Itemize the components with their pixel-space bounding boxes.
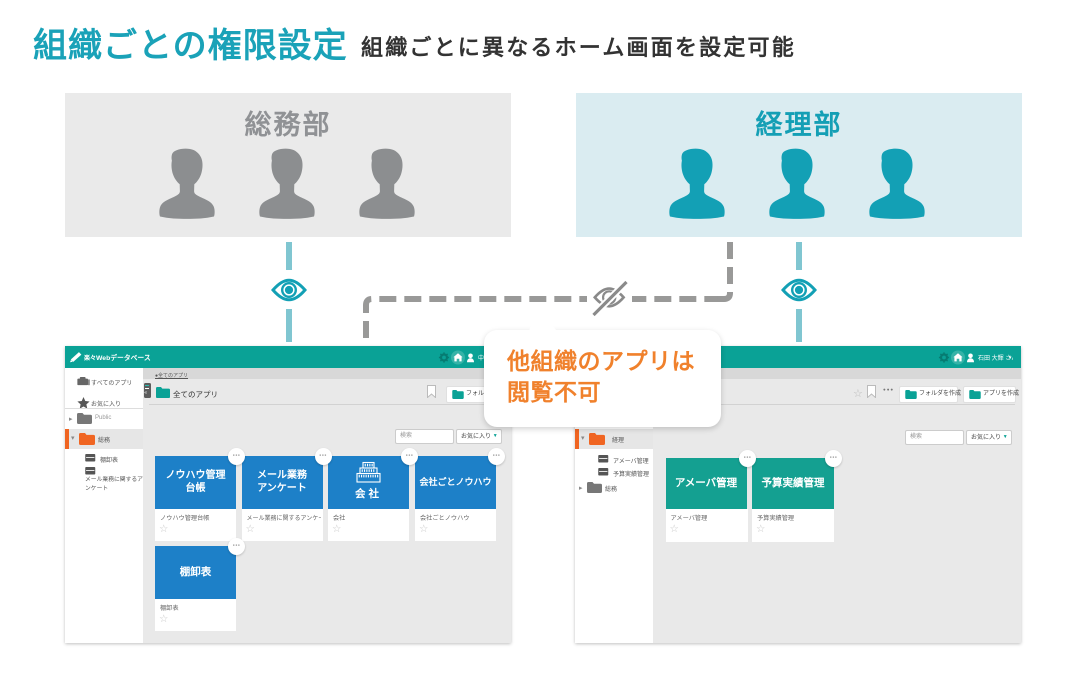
svg-text:石田 大輝 さん: 石田 大輝 さん (978, 354, 1013, 362)
svg-text:▾: ▾ (1009, 355, 1012, 361)
